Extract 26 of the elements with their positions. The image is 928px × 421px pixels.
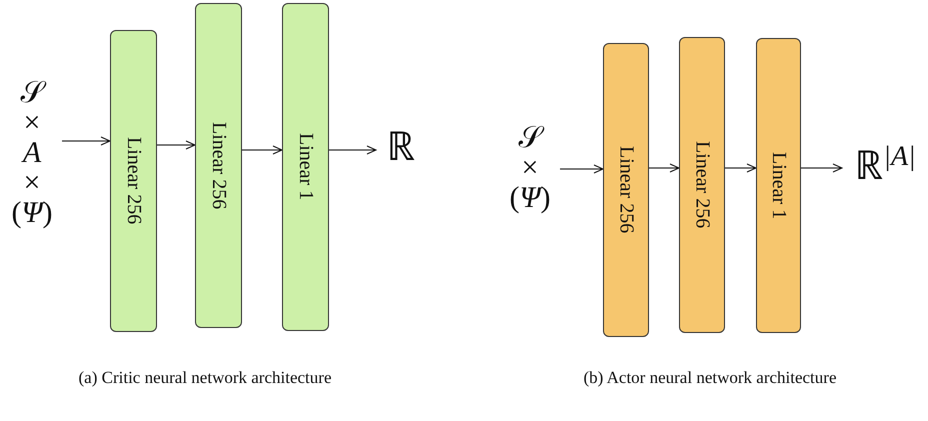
arrow <box>648 164 680 172</box>
layer-label: Linear 256 <box>690 141 714 229</box>
layer-box <box>195 3 242 328</box>
layer-box <box>603 43 649 337</box>
figure-caption: (a) Critic neural network architecture <box>78 368 332 388</box>
arrow <box>560 164 604 174</box>
arrow <box>242 146 282 154</box>
layer-label: Linear 1 <box>767 152 790 220</box>
layer-box <box>282 3 329 331</box>
arrow <box>724 164 756 172</box>
layer-box <box>110 30 157 332</box>
layer-label: Linear 256 <box>207 122 230 210</box>
layer-box <box>756 38 801 333</box>
arrow <box>156 140 196 150</box>
input-space-label: 𝒮 × A × (Ψ) <box>11 78 53 228</box>
arrow <box>328 146 376 154</box>
input-space-label: 𝒮 × (Ψ) <box>509 123 551 213</box>
output-space-label: ℝ$^{|A|}$ <box>854 142 916 186</box>
arrow <box>62 136 110 146</box>
arrow <box>800 164 842 172</box>
layer-box <box>679 37 725 333</box>
layer-label: Linear 1 <box>294 133 317 201</box>
layer-label: Linear 256 <box>122 137 145 225</box>
output-space-label: ℝ <box>386 127 416 167</box>
layer-label: Linear 256 <box>614 146 638 234</box>
figure-caption: (b) Actor neural network architecture <box>582 368 838 388</box>
